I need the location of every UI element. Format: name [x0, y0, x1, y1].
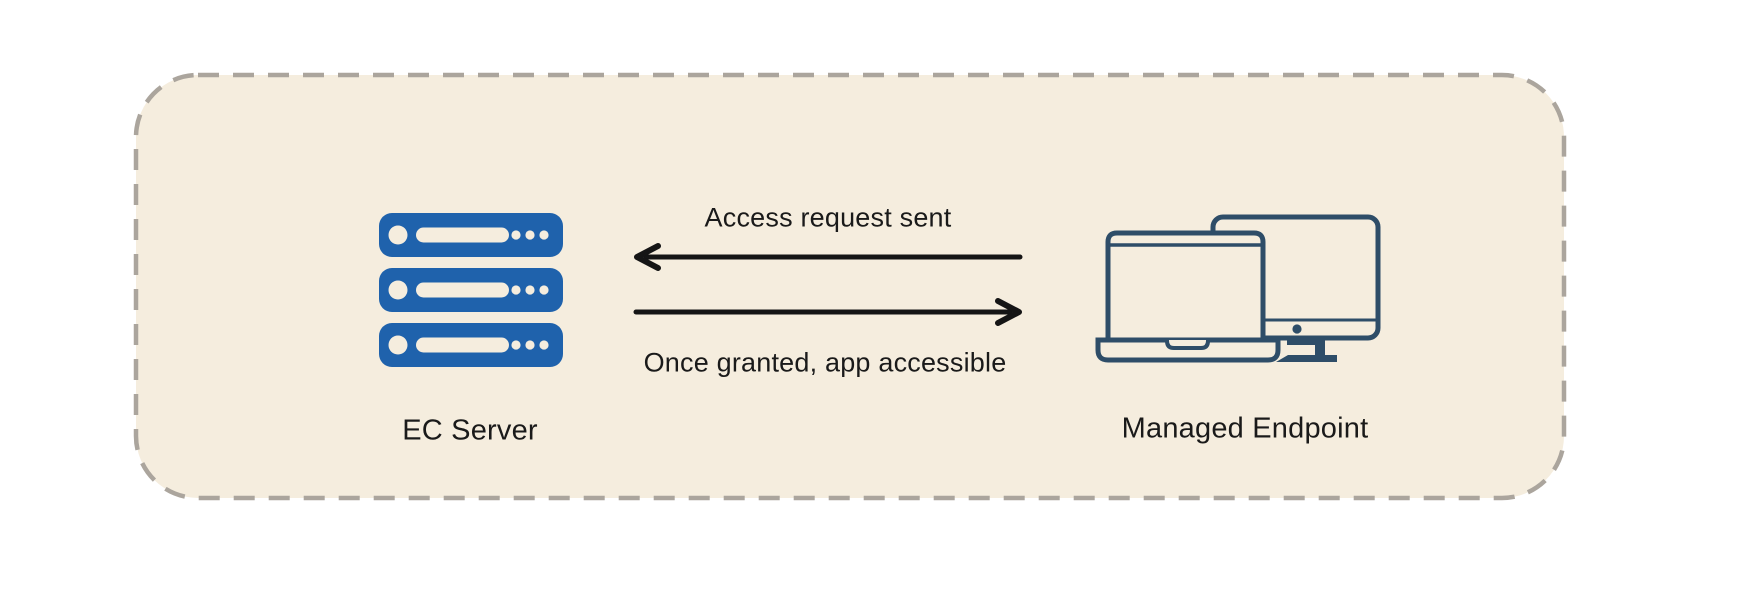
arrow-access-request	[634, 243, 1023, 271]
flow-label-access-request: Access request sent	[704, 202, 952, 233]
flow-arrows	[633, 243, 1023, 326]
panel-dashed-border	[133, 72, 1567, 501]
laptop-and-monitor-icon	[1095, 214, 1381, 363]
flow-label-grant-access: Once granted, app accessible	[643, 347, 1007, 378]
laptop-icon	[1095, 230, 1281, 363]
node-label-managed-endpoint: Managed Endpoint	[1121, 412, 1369, 445]
node-label-ec-server: EC Server	[402, 414, 538, 447]
arrow-grant-access	[633, 298, 1022, 326]
server-stack-icon	[379, 213, 563, 367]
